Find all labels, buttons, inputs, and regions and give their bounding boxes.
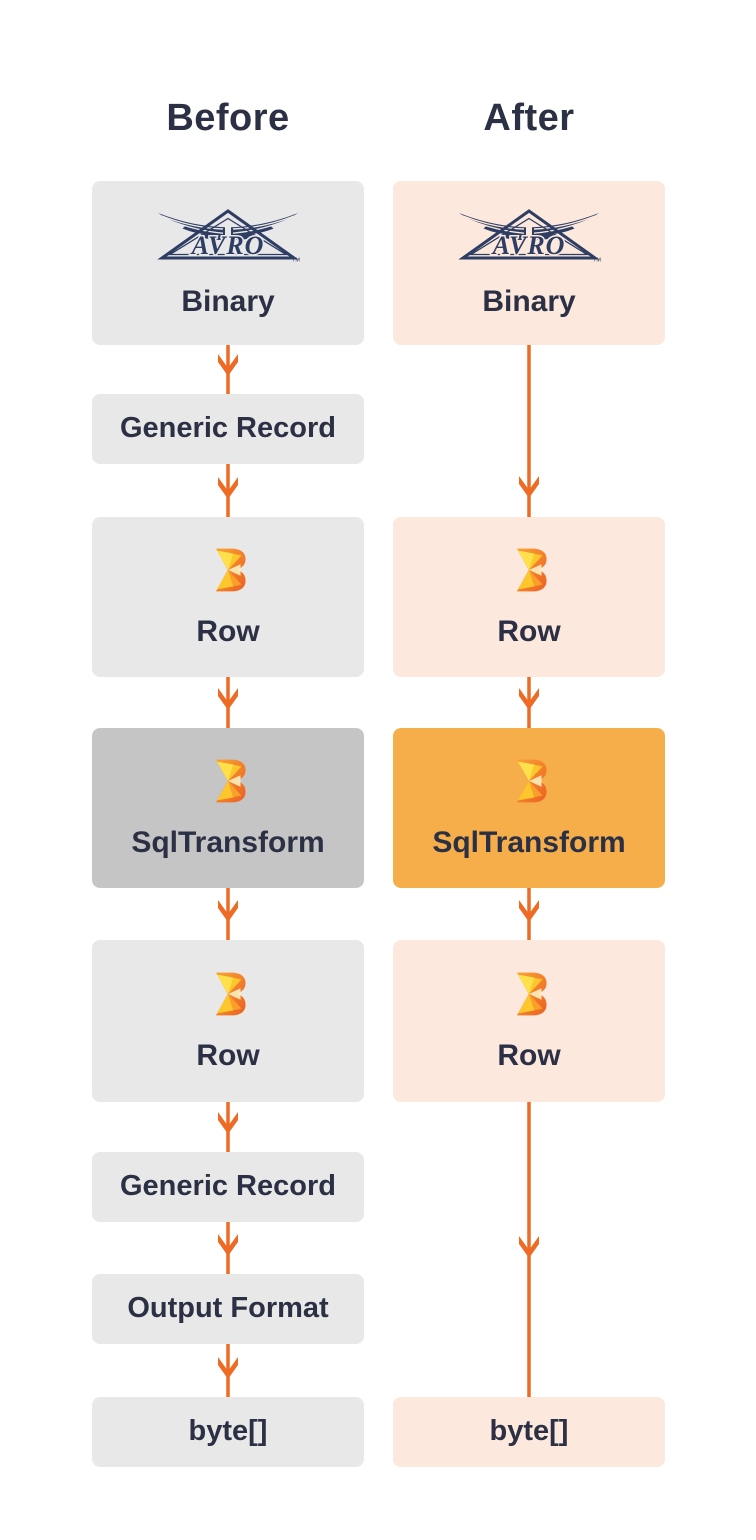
- box-label: Row: [497, 1038, 561, 1072]
- box-label: Generic Record: [120, 412, 336, 445]
- svg-text:TM: TM: [292, 257, 300, 263]
- beam-logo-icon: [207, 758, 249, 804]
- beam-logo-icon: [508, 547, 550, 593]
- box-label: byte[]: [188, 1415, 268, 1448]
- flow-arrow-down-icon: [517, 677, 541, 728]
- svg-text:TM: TM: [593, 257, 601, 263]
- flow-arrow-down-icon: [216, 1344, 240, 1397]
- box-before-byte: byte[]: [92, 1397, 364, 1467]
- box-after-byte: byte[]: [393, 1397, 665, 1467]
- flow-arrow-down-icon: [517, 345, 541, 517]
- flow-arrow-down-icon: [216, 345, 240, 394]
- avro-logo-icon: AVRO TM: [456, 208, 602, 263]
- box-label: Binary: [482, 284, 576, 318]
- box-after-binary: AVRO TM Binary: [393, 181, 665, 345]
- box-before-row: Row: [92, 517, 364, 677]
- box-label: Row: [196, 614, 260, 648]
- flow-arrow-down-icon: [517, 888, 541, 940]
- box-label: Output Format: [127, 1292, 329, 1325]
- beam-logo-icon: [508, 758, 550, 804]
- flow-arrow-down-icon: [216, 888, 240, 940]
- flow-arrow-down-icon: [216, 464, 240, 517]
- box-label: Row: [497, 614, 561, 648]
- flow-arrow-down-icon: [216, 677, 240, 728]
- beam-logo-icon: [508, 971, 550, 1017]
- box-before-output-format: Output Format: [92, 1274, 364, 1344]
- box-after-row: Row: [393, 940, 665, 1102]
- box-before-binary: AVRO TM Binary: [92, 181, 364, 345]
- box-after-row: Row: [393, 517, 665, 677]
- avro-logo-icon: AVRO TM: [155, 208, 301, 263]
- flow-arrow-down-icon: [517, 1102, 541, 1397]
- box-before-sqltransform: SqlTransform: [92, 728, 364, 888]
- beam-logo-icon: [207, 971, 249, 1017]
- box-before-generic-record: Generic Record: [92, 394, 364, 464]
- flow-arrow-down-icon: [216, 1102, 240, 1152]
- beam-logo-icon: [207, 547, 249, 593]
- column-title-after: After: [483, 97, 575, 139]
- box-label: SqlTransform: [131, 825, 325, 859]
- box-before-generic-record: Generic Record: [92, 1152, 364, 1222]
- svg-text:AVRO: AVRO: [491, 231, 566, 260]
- box-after-sqltransform: SqlTransform: [393, 728, 665, 888]
- box-before-row: Row: [92, 940, 364, 1102]
- box-label: Generic Record: [120, 1170, 336, 1203]
- svg-text:AVRO: AVRO: [190, 231, 265, 260]
- box-label: byte[]: [489, 1415, 569, 1448]
- column-title-before: Before: [166, 97, 290, 139]
- box-label: Row: [196, 1038, 260, 1072]
- box-label: SqlTransform: [432, 825, 626, 859]
- flow-arrow-down-icon: [216, 1222, 240, 1274]
- box-label: Binary: [181, 284, 275, 318]
